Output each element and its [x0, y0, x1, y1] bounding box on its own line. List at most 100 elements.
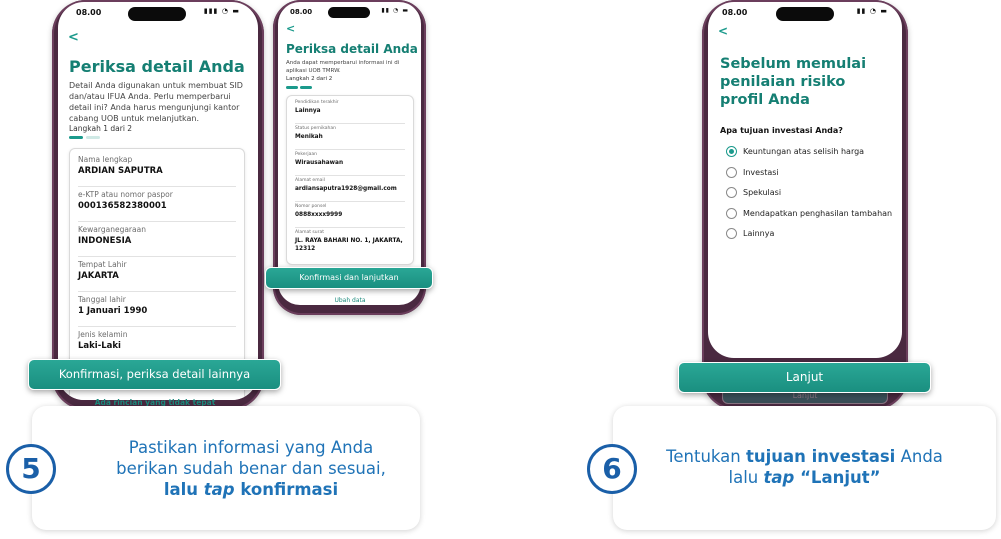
- callout6-line1: Tentukan tujuan investasi Anda: [623, 446, 986, 467]
- detail-field-label: Kewarganegaraan: [78, 225, 146, 234]
- step-number-5: 5: [6, 444, 56, 494]
- detail-field-label: Status pernikahan: [295, 126, 337, 131]
- page-title: Periksa detail Anda: [286, 42, 418, 56]
- step-indicator: Langkah 1 dari 2: [69, 124, 133, 133]
- dynamic-island: [128, 7, 186, 21]
- status-icons: ▮▮▮ ◔ ▬: [203, 7, 240, 15]
- edit-data-link[interactable]: Ubah data: [334, 297, 366, 304]
- radio-option[interactable]: Keuntungan atas selisih harga: [726, 146, 896, 159]
- detail-field-value: Lainnya: [295, 108, 321, 114]
- radio-unselected-icon[interactable]: [726, 187, 737, 198]
- phone-frame-1: 08.00 ▮▮▮ ◔ ▬ < Periksa detail Anda Deta…: [52, 0, 264, 410]
- next-button[interactable]: Lanjut: [678, 362, 931, 393]
- callout6-line1-bold: tujuan investasi: [745, 447, 896, 466]
- status-bar: 08.00 ▮▮ ◔ ▬: [278, 2, 421, 22]
- phone-frame-3: 08.00 ▮▮ ◔ ▬ < Sebelum memulai penilaian…: [702, 0, 908, 410]
- page-title: Periksa detail Anda: [69, 57, 245, 76]
- progress-bar: [69, 136, 109, 139]
- detail-field-value: ardiansaputra1928@gmail.com: [295, 186, 397, 192]
- confirm-continue-button[interactable]: Konfirmasi dan lanjutkan: [265, 267, 433, 289]
- phone-frame-2: 08.00 ▮▮ ◔ ▬ < Periksa detail Anda Anda …: [273, 0, 426, 315]
- detail-field-value: 0888xxxx9999: [295, 212, 343, 218]
- status-time: 08.00: [722, 8, 748, 17]
- status-bar: 08.00 ▮▮▮ ◔ ▬: [58, 2, 258, 22]
- radio-option[interactable]: Spekulasi: [726, 187, 896, 200]
- status-bar: 08.00 ▮▮ ◔ ▬: [708, 2, 902, 22]
- detail-field-value: 1 Januari 1990: [78, 306, 148, 316]
- radio-option[interactable]: Investasi: [726, 166, 896, 180]
- status-time: 08.00: [76, 8, 102, 17]
- phone-screen-1: 08.00 ▮▮▮ ◔ ▬ < Periksa detail Anda Deta…: [58, 2, 258, 400]
- callout6-line1-post: Anda: [895, 447, 943, 466]
- radio-option[interactable]: Mendapatkan penghasilan tambahan: [726, 207, 896, 221]
- radio-option-label: Spekulasi: [743, 188, 782, 197]
- detail-field-value: Laki-Laki: [78, 341, 121, 351]
- incorrect-details-link[interactable]: Ada rincian yang tidak tepat: [94, 398, 216, 407]
- page-description: Anda dapat memperbarui informasi ini di …: [286, 60, 400, 74]
- status-icons: ▮▮ ◔ ▬: [381, 7, 409, 14]
- callout5-line3-tap: tap: [203, 480, 235, 499]
- callout5-line3: lalu tap konfirmasi: [92, 479, 410, 500]
- detail-field-label: Pendidikan terakhir: [295, 100, 339, 105]
- radio-option[interactable]: Lainnya: [726, 228, 896, 241]
- detail-field-value: ARDIAN SAPUTRA: [78, 166, 163, 176]
- callout5-line2: berikan sudah benar dan sesuai,: [116, 459, 386, 478]
- radio-option-label: Keuntungan atas selisih harga: [743, 147, 865, 156]
- callout5-line3-b: konfirmasi: [234, 480, 339, 499]
- detail-field-label: Alamat email: [295, 178, 325, 183]
- radio-unselected-icon[interactable]: [726, 166, 737, 178]
- phone-screen-2: 08.00 ▮▮ ◔ ▬ < Periksa detail Anda Anda …: [278, 2, 421, 305]
- step-number-6: 6: [587, 444, 637, 494]
- detail-field-label: Alamat surat: [295, 230, 324, 235]
- status-time: 08.00: [290, 8, 313, 16]
- detail-field: Nomor ponsel 0888xxxx9999: [295, 204, 405, 228]
- instruction-callout-6: Tentukan tujuan investasi Anda lalu tap …: [613, 406, 996, 530]
- detail-field-value: Wirausahawan: [295, 160, 344, 166]
- detail-field-label: Tempat Lahir: [78, 260, 127, 269]
- dynamic-island: [776, 7, 834, 21]
- callout6-line2: lalu tap “Lanjut”: [623, 467, 986, 488]
- detail-field-value: Menikah: [295, 134, 323, 140]
- page-description: Detail Anda digunakan untuk membuat SID …: [69, 81, 243, 123]
- radio-option-label: Mendapatkan penghasilan tambahan: [743, 208, 893, 218]
- callout6-line1-pre: Tentukan: [666, 447, 746, 466]
- dynamic-island: [328, 7, 370, 18]
- back-chevron-icon[interactable]: <: [718, 24, 729, 38]
- back-chevron-icon[interactable]: <: [68, 30, 79, 45]
- phone-screen-3: 08.00 ▮▮ ◔ ▬ < Sebelum memulai penilaian…: [708, 2, 902, 358]
- detail-field-label: Jenis kelamin: [78, 330, 128, 339]
- radio-unselected-icon[interactable]: [726, 228, 737, 239]
- radio-option-label: Investasi: [743, 167, 779, 177]
- question-label: Apa tujuan investasi Anda?: [720, 126, 843, 135]
- callout5-line1: Pastikan informasi yang Anda: [128, 438, 374, 457]
- status-icons: ▮▮ ◔ ▬: [856, 7, 888, 15]
- detail-field: Alamat email ardiansaputra1928@gmail.com: [295, 178, 405, 202]
- detail-field-label: Nama lengkap: [78, 155, 133, 164]
- radio-unselected-icon[interactable]: [726, 207, 737, 219]
- callout6-line2-pre: lalu: [728, 468, 764, 487]
- callout6-line2-bold: “Lanjut”: [794, 468, 881, 487]
- detail-field-value: INDONESIA: [78, 236, 132, 246]
- radio-option-label: Lainnya: [743, 229, 775, 238]
- detail-field-label: Tanggal lahir: [78, 295, 126, 304]
- callout6-line2-tap: tap: [763, 468, 795, 487]
- detail-field-label: Pekerjaan: [295, 152, 318, 157]
- detail-field-value: JAKARTA: [78, 271, 119, 281]
- detail-field-label: Nomor ponsel: [295, 204, 327, 209]
- confirm-check-details-button[interactable]: Konfirmasi, periksa detail lainnya: [28, 359, 281, 390]
- back-chevron-icon[interactable]: <: [286, 22, 296, 35]
- page-title: Sebelum memulai penilaian risiko profil …: [720, 56, 867, 108]
- radio-selected-icon[interactable]: [726, 146, 737, 157]
- step-indicator: Langkah 2 dari 2: [286, 76, 333, 82]
